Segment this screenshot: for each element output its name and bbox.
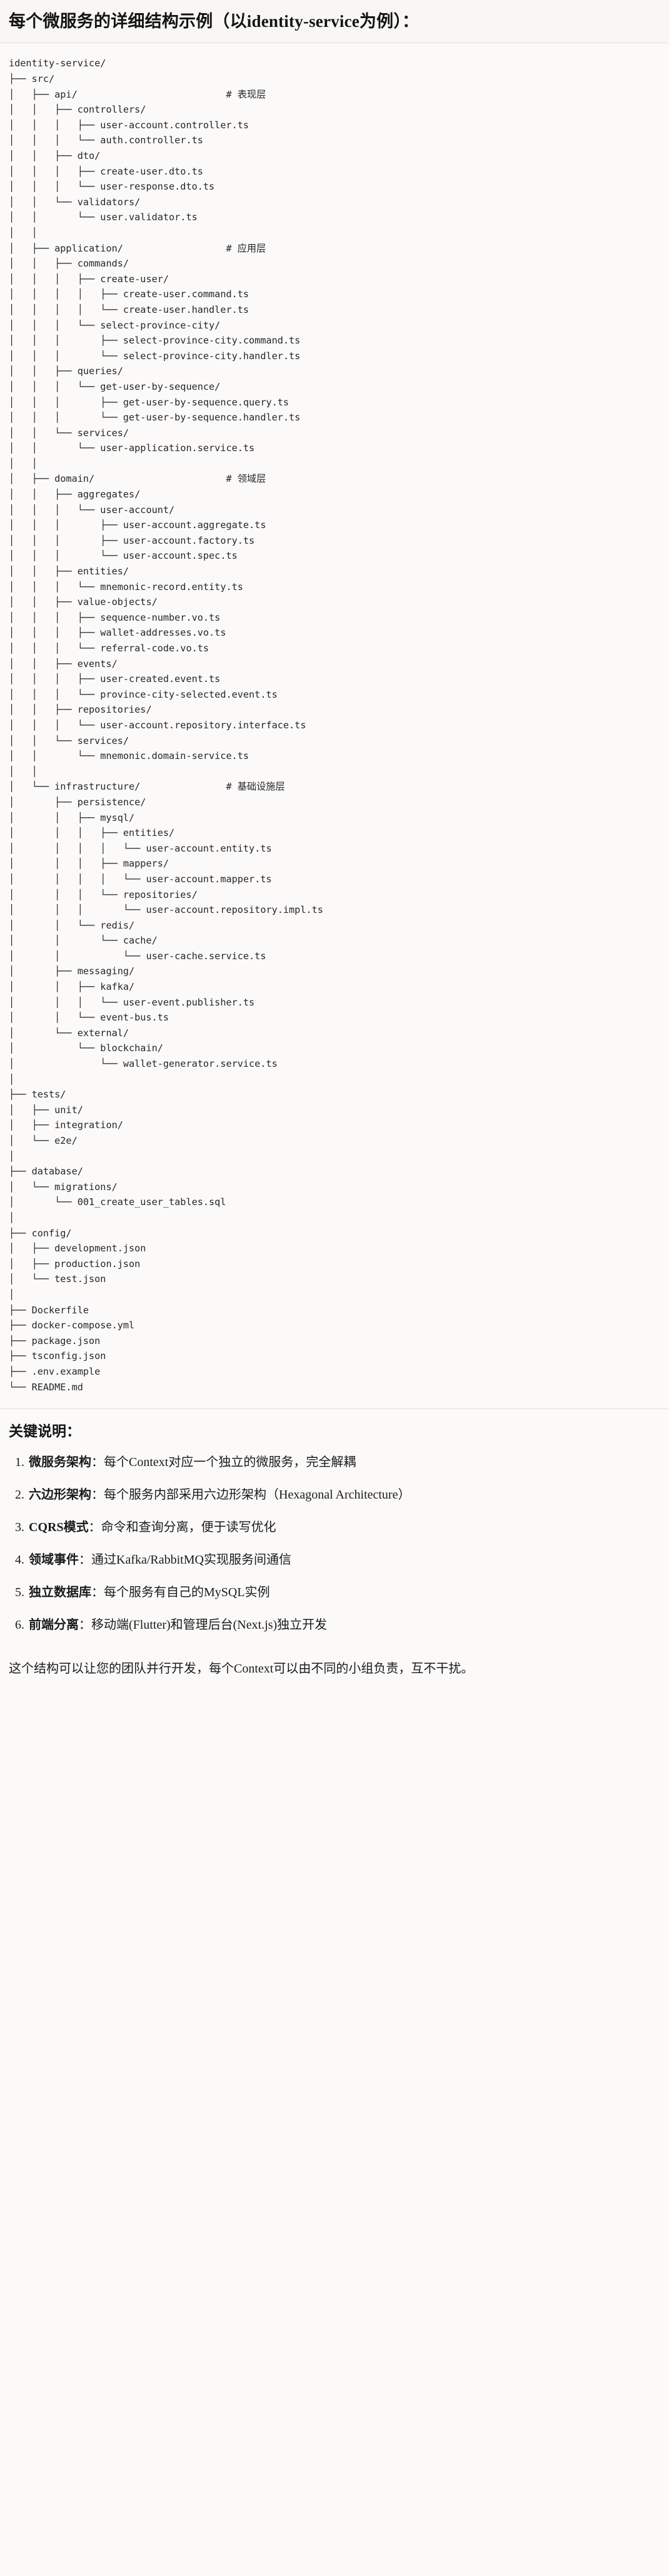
key-note-description: ：每个服务内部采用六边形架构（Hexagonal Architecture） bbox=[91, 1488, 411, 1502]
key-note-item: CQRS模式：命令和查询分离，便于读写优化 bbox=[28, 1518, 660, 1537]
key-note-item: 独立数据库：每个服务有自己的MySQL实例 bbox=[28, 1583, 660, 1602]
notes-divider bbox=[0, 1408, 669, 1410]
directory-tree-block: identity-service/ ├── src/ │ ├── api/ # … bbox=[0, 43, 669, 1409]
key-note-term: 微服务架构 bbox=[29, 1455, 91, 1470]
key-note-description: ：移动端(Flutter)和管理后台(Next.js)独立开发 bbox=[79, 1618, 328, 1632]
document-page: 每个微服务的详细结构示例（以identity-service为例）： ident… bbox=[0, 0, 669, 1694]
key-note-item: 领域事件：通过Kafka/RabbitMQ实现服务间通信 bbox=[28, 1550, 660, 1569]
key-notes-section: 关键说明： 微服务架构：每个Context对应一个独立的微服务，完全解耦六边形架… bbox=[0, 1409, 669, 1655]
key-note-item: 六边形架构：每个服务内部采用六边形架构（Hexagonal Architectu… bbox=[28, 1485, 660, 1504]
key-note-description: ：每个服务有自己的MySQL实例 bbox=[91, 1586, 270, 1600]
key-note-description: ：通过Kafka/RabbitMQ实现服务间通信 bbox=[79, 1553, 291, 1567]
key-note-description: ：命令和查询分离，便于读写优化 bbox=[88, 1520, 276, 1535]
closing-paragraph: 这个结构可以让您的团队并行开发，每个Context可以由不同的小组负责，互不干扰… bbox=[0, 1654, 669, 1694]
key-note-term: 领域事件 bbox=[29, 1553, 79, 1567]
key-note-term: CQRS模式 bbox=[29, 1520, 89, 1535]
key-note-item: 微服务架构：每个Context对应一个独立的微服务，完全解耦 bbox=[28, 1453, 660, 1472]
key-notes-list: 微服务架构：每个Context对应一个独立的微服务，完全解耦六边形架构：每个服务… bbox=[9, 1453, 660, 1634]
key-note-term: 前端分离 bbox=[29, 1618, 79, 1632]
key-note-item: 前端分离：移动端(Flutter)和管理后台(Next.js)独立开发 bbox=[28, 1616, 660, 1634]
key-notes-title: 关键说明： bbox=[9, 1423, 81, 1440]
key-note-description: ：每个Context对应一个独立的微服务，完全解耦 bbox=[91, 1455, 356, 1470]
directory-tree: identity-service/ ├── src/ │ ├── api/ # … bbox=[9, 58, 323, 1393]
key-note-term: 独立数据库 bbox=[29, 1586, 91, 1600]
page-title: 每个微服务的详细结构示例（以identity-service为例）： bbox=[0, 0, 669, 43]
key-note-term: 六边形架构 bbox=[29, 1488, 91, 1502]
